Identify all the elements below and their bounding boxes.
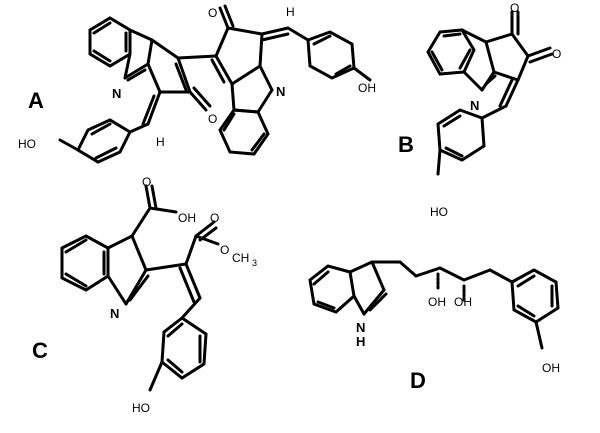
a-nitrogen-left: N: [112, 86, 121, 101]
a-hydroxyl-left: HO: [18, 137, 36, 151]
a-hydrogen-right: H: [286, 5, 295, 19]
c-carboxyl-o: O: [142, 175, 151, 189]
panel-label-d: D: [410, 368, 426, 393]
panel-label-a: A: [28, 88, 44, 113]
structure-d: D N H OH OH OH: [308, 260, 560, 393]
c-ester-o: O: [220, 243, 229, 257]
c-carboxyl-oh: OH: [178, 211, 196, 225]
b-nitrogen: N: [470, 98, 479, 113]
d-hydroxyl-3: OH: [542, 361, 560, 375]
b-oxygen-right: O: [552, 47, 561, 61]
d-nitrogen-h: H: [356, 334, 365, 349]
d-nitrogen: N: [356, 320, 365, 335]
c-phenol: [160, 316, 208, 380]
panel-label-c: C: [32, 338, 48, 363]
c-nitrogen: N: [110, 306, 119, 321]
a-oxygen-right: O: [208, 6, 217, 20]
a-hydroxyl-right: OH: [358, 81, 376, 95]
structure-b: B N O O HO: [398, 1, 561, 219]
panel-label-b: B: [398, 132, 414, 157]
a-benzene-left: [88, 16, 132, 68]
a-phenol-right: [306, 30, 356, 80]
d-hydroxyl-1: OH: [428, 295, 446, 309]
c-methyl-subscript: 3: [252, 258, 257, 268]
b-oxygen-top: O: [510, 1, 519, 15]
structure-c: C N OH O O O CH 3 HO: [32, 175, 257, 415]
d-hydroxyl-2: OH: [454, 295, 472, 309]
a-hydrogen-left: H: [156, 135, 165, 149]
structure-a: A N O H HO: [18, 4, 376, 164]
d-benzene: [308, 264, 356, 314]
c-benzene: [60, 234, 110, 292]
c-ester-carbonyl-o: O: [210, 211, 219, 225]
d-phenol: [510, 268, 560, 324]
a-oxygen-left: O: [208, 112, 217, 126]
b-hydroxyl: HO: [430, 205, 448, 219]
a-nitrogen-right: N: [276, 84, 285, 99]
c-methyl: CH: [232, 251, 249, 265]
c-hydroxyl: HO: [132, 401, 150, 415]
a-benzene-right: [218, 108, 270, 156]
b-phenol: [436, 108, 486, 162]
